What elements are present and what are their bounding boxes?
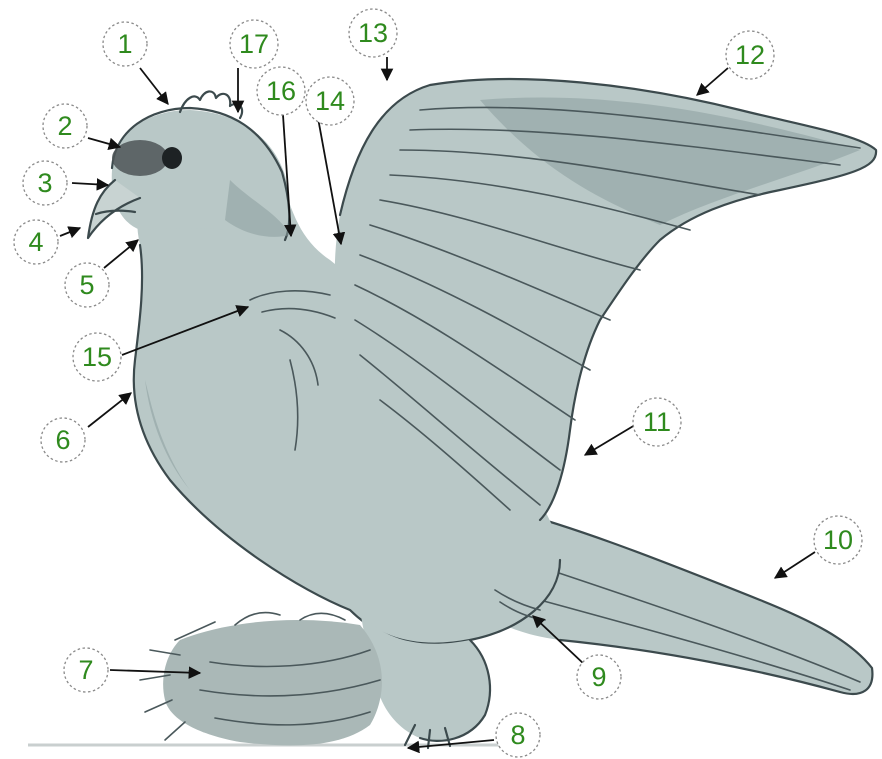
arrow-6 [88,393,131,427]
arrow-10 [775,552,815,578]
label-1: 1 [117,29,132,59]
callout-8: 8 [496,713,540,757]
label-2: 2 [57,111,72,141]
label-7: 7 [78,655,93,685]
callout-9: 9 [577,655,621,699]
arrow-11 [585,425,635,455]
label-5: 5 [79,270,94,300]
pigeon-drawing [28,79,876,748]
label-15: 15 [82,342,112,372]
arrow-12 [697,68,728,95]
callout-5: 5 [65,263,109,307]
arrow-4 [60,228,80,236]
label-9: 9 [591,662,606,692]
callout-17: 17 [230,20,278,68]
callout-1: 1 [103,22,147,66]
callout-2: 2 [43,104,87,148]
callout-4: 4 [14,220,58,264]
callout-11: 11 [633,398,681,446]
callout-13: 13 [349,9,397,57]
arrow-5 [104,240,138,268]
label-14: 14 [315,86,345,116]
pigeon-feathered-foot [163,620,382,745]
label-8: 8 [510,720,525,750]
label-4: 4 [28,227,43,257]
callout-3: 3 [23,161,67,205]
arrow-1 [140,68,168,104]
arrow-14 [318,118,341,244]
label-16: 16 [266,76,296,106]
pigeon-eye [162,147,182,169]
label-3: 3 [37,168,52,198]
label-12: 12 [735,40,765,70]
label-17: 17 [239,29,269,59]
label-10: 10 [823,525,853,555]
callout-16: 16 [257,67,305,115]
label-6: 6 [55,425,70,455]
callout-7: 7 [64,648,108,692]
callout-6: 6 [41,418,85,462]
arrow-2 [88,138,120,147]
callout-14: 14 [306,77,354,125]
label-13: 13 [358,18,388,48]
arrow-3 [72,183,108,185]
label-11: 11 [643,407,671,437]
callout-10: 10 [814,516,862,564]
callout-15: 15 [73,333,121,381]
callout-12: 12 [726,31,774,79]
